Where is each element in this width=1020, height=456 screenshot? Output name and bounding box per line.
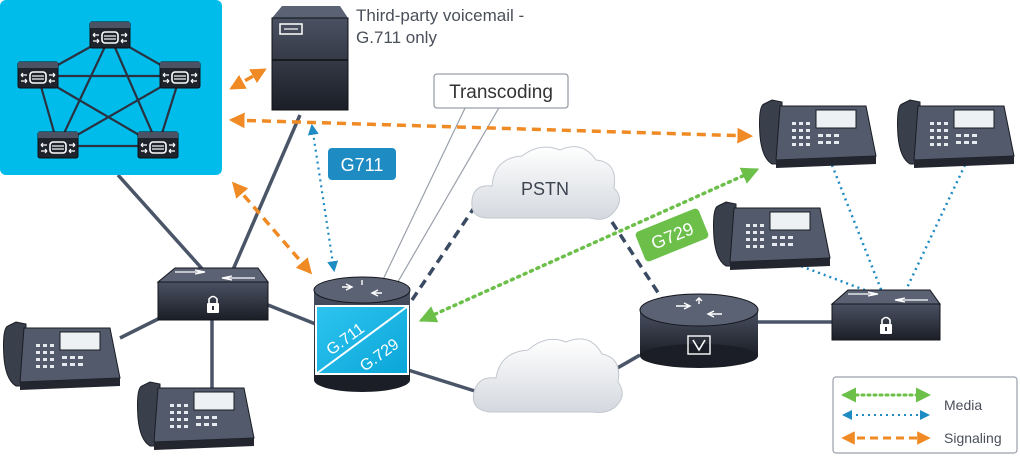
legend: Media Signaling bbox=[832, 376, 1018, 454]
link-transcoder-cloud bbox=[407, 368, 479, 394]
media-g711-arrow bbox=[307, 123, 339, 273]
link-switch-phone-left bbox=[119, 316, 161, 340]
pstn-cloud-icon: PSTN bbox=[471, 146, 620, 220]
legend-label-signaling: Signaling bbox=[944, 430, 1002, 446]
voicemail-label-line1: Third-party voicemail - bbox=[356, 6, 524, 25]
cucm-server-icon bbox=[17, 61, 59, 89]
signaling-cluster-transcoder bbox=[231, 181, 313, 275]
badge-g711: G711 bbox=[328, 148, 396, 180]
ip-phone-icon bbox=[759, 99, 877, 169]
cucm-server-icon bbox=[137, 131, 179, 159]
media-link-phone-c bbox=[789, 260, 871, 294]
link-switch-transcoder bbox=[267, 303, 319, 327]
switch-icon bbox=[830, 289, 941, 341]
signaling-arrows bbox=[228, 68, 754, 275]
cucm-server-icon bbox=[37, 131, 79, 159]
media-link-phone-a bbox=[830, 164, 884, 293]
transcoder-icon: G.711 G.729 bbox=[313, 276, 411, 392]
badge-g711-label: G711 bbox=[341, 155, 384, 175]
cucm-server-icon bbox=[89, 21, 131, 49]
media-link-phone-b bbox=[903, 164, 967, 293]
legend-label-media: Media bbox=[944, 397, 982, 413]
ip-phone-icon bbox=[137, 381, 255, 451]
ip-phone-icon bbox=[3, 321, 121, 391]
voicemail-server-icon bbox=[271, 6, 349, 111]
signaling-cluster-phone bbox=[228, 112, 754, 144]
phone-media-links bbox=[789, 164, 967, 294]
link-cluster-switch bbox=[116, 173, 207, 274]
cluster-background bbox=[0, 0, 222, 175]
link-voicemail-switch bbox=[230, 114, 302, 273]
pstn-label: PSTN bbox=[521, 179, 569, 199]
transcoding-label: Transcoding bbox=[449, 82, 553, 103]
ip-phone-icon bbox=[713, 201, 831, 271]
switch-icon bbox=[156, 267, 269, 321]
wan-cloud-icon bbox=[472, 338, 623, 413]
media-g729-arrow bbox=[418, 167, 760, 323]
voicemail-label-line2: G.711 only bbox=[356, 28, 437, 47]
ip-phone-icon bbox=[897, 99, 1015, 169]
cucm-server-icon bbox=[159, 61, 201, 89]
router-icon bbox=[639, 293, 759, 368]
cucm-cluster bbox=[0, 0, 222, 175]
signaling-cluster-voicemail bbox=[229, 68, 267, 90]
link-transcoder-pstn bbox=[410, 201, 480, 301]
badge-g729: G729 bbox=[635, 208, 709, 262]
